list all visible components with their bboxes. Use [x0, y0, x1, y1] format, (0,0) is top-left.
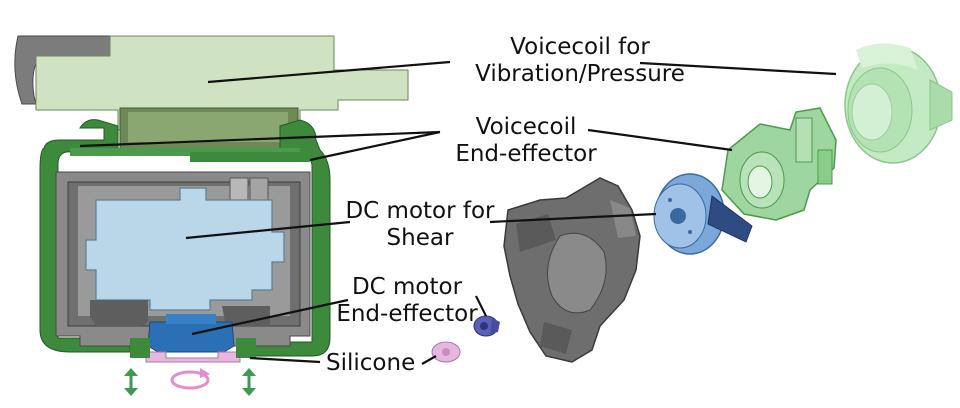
dc-motor-shear-part — [653, 173, 753, 255]
dc-motor-end-effector-small-part — [473, 315, 500, 337]
silicone-part — [145, 351, 241, 363]
label-line: Shear — [386, 225, 454, 251]
voicecoil-vibration-part — [844, 43, 953, 164]
double-arrow-vertical-icon — [242, 368, 256, 396]
housing-bracket-part — [503, 177, 641, 363]
double-arrow-vertical-icon — [124, 368, 138, 396]
leader-lines — [79, 60, 837, 365]
dc-motor-body — [85, 187, 285, 311]
label-line: DC motor — [351, 274, 463, 300]
voicecoil-top-plate — [35, 35, 409, 131]
label-line: End-effector — [336, 301, 478, 327]
label-dc-motor-shear: DC motor for Shear — [340, 198, 500, 252]
dc-motor-end-effector-part — [147, 321, 235, 353]
label-dc-motor-end-effector: DC motor End-effector — [332, 274, 482, 328]
silicone-small-part — [431, 341, 461, 363]
voicecoil-end-effector-part — [721, 107, 837, 221]
rotation-arrow-icon — [170, 368, 210, 390]
label-line: End-effector — [455, 141, 597, 167]
label-line: DC motor for — [345, 198, 495, 224]
label-line: Voicecoil for — [510, 34, 650, 60]
label-line: Voicecoil — [475, 114, 577, 140]
label-silicone: Silicone — [326, 350, 416, 376]
cross-section-assembly — [14, 35, 409, 363]
label-voicecoil-end-effector: Voicecoil End-effector — [446, 114, 606, 168]
label-line: Vibration/Pressure — [475, 61, 685, 87]
label-voicecoil-vibration: Voicecoil for Vibration/Pressure — [470, 34, 690, 88]
